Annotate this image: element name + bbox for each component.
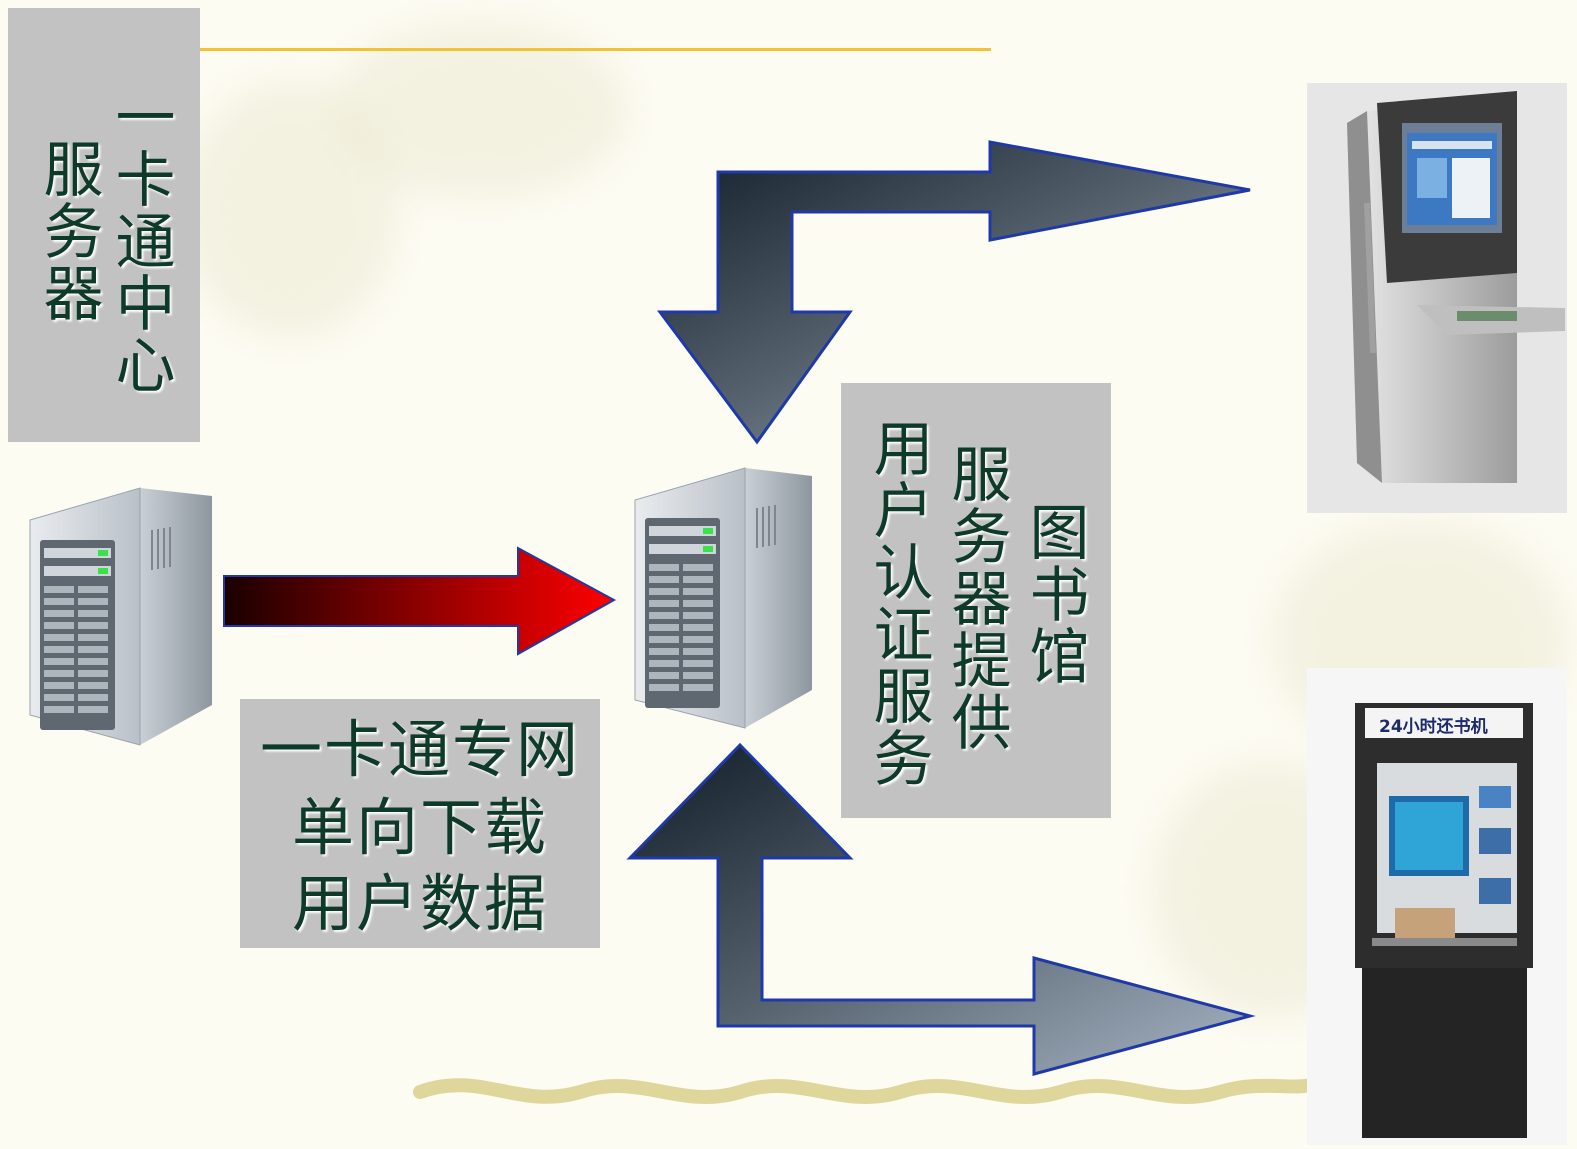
network-label: 一卡通专网 单向下载 用户数据 bbox=[240, 699, 600, 948]
network-label-line-3: 用户数据 bbox=[291, 867, 548, 940]
library-server-label-line-3: 用户认证服务 bbox=[863, 417, 933, 789]
return-machine-sign: 24小时还书机 bbox=[1379, 717, 1488, 737]
book-return-kiosk: 24小时还书机 bbox=[1307, 668, 1567, 1145]
central-server-label-line-1: 服务器 bbox=[33, 138, 103, 324]
top-flow-arrow bbox=[657, 140, 1251, 445]
library-server-label-line-2: 服务器提供 bbox=[941, 443, 1011, 753]
central-server-icon bbox=[29, 487, 212, 746]
network-label-line-2: 单向下载 bbox=[291, 791, 548, 864]
accent-rule bbox=[163, 48, 991, 51]
bottom-flow-arrow bbox=[626, 742, 1256, 1076]
library-server-label-line-1: 图书馆 bbox=[1019, 501, 1089, 687]
network-label-line-1: 一卡通专网 bbox=[259, 713, 580, 786]
decorative-vine bbox=[413, 1078, 1317, 1104]
central-server-label-line-2: 一卡通中心 bbox=[105, 86, 175, 396]
download-arrow bbox=[223, 546, 617, 656]
library-server-icon bbox=[634, 467, 812, 729]
central-server-label: 一卡通中心 服务器 bbox=[8, 8, 200, 442]
library-server-label: 图书馆 服务器提供 用户认证服务 bbox=[841, 383, 1111, 818]
self-service-kiosk bbox=[1307, 83, 1567, 513]
background-blossom bbox=[180, 80, 400, 340]
